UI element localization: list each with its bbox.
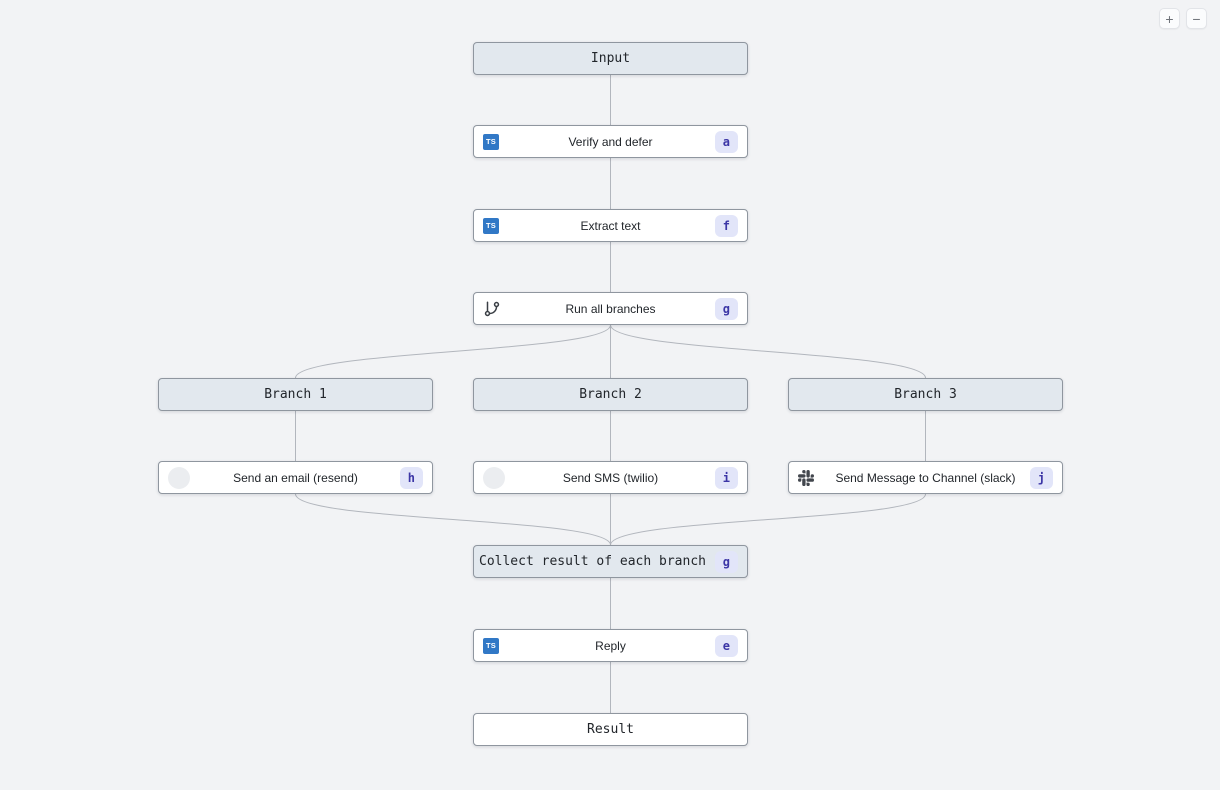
node-label: Run all branches [565,301,656,316]
step-id-badge: g [714,297,738,320]
node-branch-1[interactable]: Branch 1 [158,378,433,411]
zoom-in-button[interactable]: + [1159,8,1180,29]
node-label: Branch 1 [264,387,327,402]
node-collect-result[interactable]: Collect result of each branch g [473,545,748,578]
node-branch-3[interactable]: Branch 3 [788,378,1063,411]
node-label: Branch 2 [579,387,642,402]
step-id-badge: g [714,550,738,573]
node-run-all-branches[interactable]: Run all branches g [473,292,748,325]
node-send-message-slack[interactable]: Send Message to Channel (slack) j [788,461,1063,494]
node-label: Send SMS (twilio) [562,470,659,485]
step-id-badge: j [1029,466,1053,489]
node-branch-2[interactable]: Branch 2 [473,378,748,411]
node-label: Collect result of each branch [479,554,706,569]
node-label: Extract text [580,218,641,233]
node-input[interactable]: Input [473,42,748,75]
node-reply[interactable]: TS Reply e [473,629,748,662]
node-label: Verify and defer [568,134,653,149]
node-send-email-resend[interactable]: Send an email (resend) h [158,461,433,494]
step-id-badge: h [399,466,423,489]
node-result[interactable]: Result [473,713,748,746]
node-verify-and-defer[interactable]: TS Verify and defer a [473,125,748,158]
step-id-badge: e [714,634,738,657]
node-label: Branch 3 [894,387,957,402]
step-id-badge: i [714,466,738,489]
slack-icon [798,469,814,486]
resend-logo-icon [168,466,190,489]
typescript-icon: TS [483,133,499,150]
plus-icon: + [1165,10,1174,27]
typescript-icon: TS [483,217,499,234]
minus-icon: − [1192,10,1201,27]
step-id-badge: a [714,130,738,153]
step-id-badge: f [714,214,738,237]
node-label: Send an email (resend) [233,470,358,485]
node-label: Result [587,722,634,737]
twilio-logo-icon [483,466,505,489]
git-branch-icon [483,300,501,318]
zoom-out-button[interactable]: − [1186,8,1207,29]
node-send-sms-twilio[interactable]: Send SMS (twilio) i [473,461,748,494]
zoom-controls: + − [1159,8,1207,29]
node-extract-text[interactable]: TS Extract text f [473,209,748,242]
typescript-icon: TS [483,637,499,654]
node-label: Reply [595,638,626,653]
node-label: Input [590,51,631,66]
node-label: Send Message to Channel (slack) [835,470,1016,485]
